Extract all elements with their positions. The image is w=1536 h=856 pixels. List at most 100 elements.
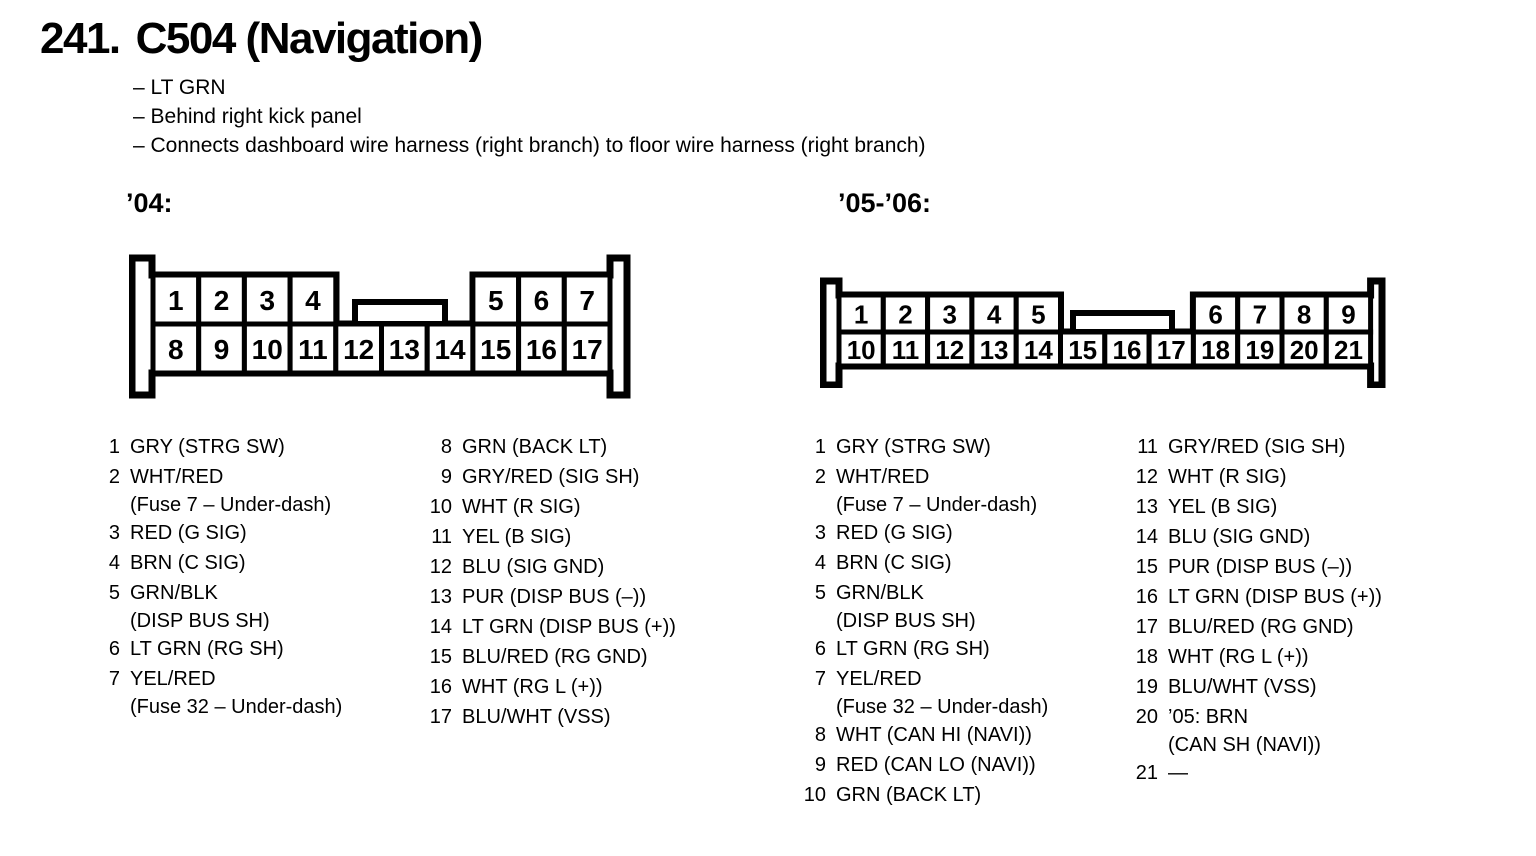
pin-row: 3 RED (G SIG) (788, 518, 1048, 548)
pin-number: 11 (431, 526, 452, 548)
pin-description: — (1168, 762, 1188, 784)
pin-number: 4 (108, 552, 120, 574)
pin-description: BRN (C SIG) (130, 552, 246, 574)
pin-description: GRN (BACK LT) (462, 436, 608, 458)
pin-number: 4 (814, 552, 826, 574)
pin-description: YEL/RED (130, 668, 216, 690)
pin-row: (DISP BUS SH) (788, 608, 1048, 634)
connector-cell-number: 6 (534, 285, 550, 316)
pin-description: (DISP BUS SH) (836, 610, 976, 632)
section-number: 241. (40, 14, 121, 63)
pin-description: RED (G SIG) (130, 522, 247, 544)
note-line: – Behind right kick panel (133, 105, 362, 128)
pin-number: 8 (814, 724, 826, 746)
pin-row: 1 GRY (STRG SW) (788, 432, 1048, 462)
connector-cell (1279, 329, 1329, 369)
connector-cell-number: 9 (1341, 300, 1355, 330)
pin-number: 16 (1135, 586, 1158, 608)
pin-description: WHT (R SIG) (1168, 466, 1287, 488)
connector-cell-number: 8 (168, 334, 184, 365)
pin-row: 3 RED (G SIG) (82, 518, 342, 548)
pin-description: LT GRN (RG SH) (130, 638, 284, 660)
pin-description: GRY (STRG SW) (130, 436, 285, 458)
connector-cell-number: 4 (987, 300, 1002, 330)
connector-cell-number: 13 (389, 334, 420, 365)
connector-cell-number: 11 (892, 335, 920, 365)
pin-list-0506-col1: 1 GRY (STRG SW) 2 WHT/RED (Fuse 7 – Under-da… (788, 432, 1049, 810)
pin-description: GRY/RED (SIG SH) (1168, 436, 1346, 458)
connector-cell-number: 3 (943, 300, 957, 330)
pin-number: 3 (108, 522, 120, 544)
pin-description: GRN (BACK LT) (836, 784, 982, 806)
pin-description: PUR (DISP BUS (–)) (462, 586, 647, 608)
connector-cell (561, 272, 613, 327)
connector-cell-number: 20 (1290, 335, 1319, 365)
pin-number: 3 (814, 522, 826, 544)
pin-number: 14 (429, 616, 452, 638)
note-line: – Connects dashboard wire harness (right… (133, 134, 926, 157)
connector-cell (287, 272, 339, 327)
connector-cell-number: 9 (214, 334, 230, 365)
connector-cell-number: 16 (1112, 335, 1141, 365)
pin-description: (Fuse 7 – Under-dash) (836, 494, 1038, 516)
connector-cell-number: 15 (480, 334, 511, 365)
pin-description: WHT/RED (836, 466, 930, 488)
pin-description: RED (CAN LO (NAVI)) (836, 754, 1036, 776)
connector-cell (1323, 292, 1374, 335)
pin-description: RED (G SIG) (836, 522, 953, 544)
pin-row: 4 BRN (C SIG) (82, 548, 342, 578)
connector-cell-number: 19 (1245, 335, 1274, 365)
pin-number (788, 608, 826, 634)
pin-number: 2 (814, 466, 826, 488)
connector-0506-label: ’05-’06: (838, 188, 932, 218)
pin-number: 6 (814, 638, 826, 660)
pin-number: 13 (1135, 496, 1158, 518)
pin-number: 5 (108, 582, 120, 604)
pin-description: LT GRN (RG SH) (836, 638, 990, 660)
pin-description: BLU/WHT (VSS) (462, 706, 611, 728)
connector-cell (1102, 329, 1152, 369)
connector-cell-number: 10 (847, 335, 876, 365)
pin-row: (Fuse 32 – Under-dash) (82, 694, 342, 720)
pin-description: (Fuse 32 – Under-dash) (130, 696, 343, 718)
pin-number: 21 (1135, 762, 1158, 784)
pin-description: PUR (DISP BUS (–)) (1168, 556, 1353, 578)
pin-number: 12 (1135, 466, 1158, 488)
pin-number: 16 (429, 676, 452, 698)
connector-cell-number: 12 (343, 334, 374, 365)
connector-cell-number: 7 (579, 285, 595, 316)
pin-row: (Fuse 7 – Under-dash) (82, 492, 342, 518)
pin-row: 20’05: BRN (1120, 702, 1382, 732)
pin-description: GRY (STRG SW) (836, 436, 991, 458)
pin-number: 8 (440, 436, 452, 458)
pin-description: BRN (C SIG) (836, 552, 952, 574)
pin-number: 6 (108, 638, 120, 660)
pin-number: 9 (814, 754, 826, 776)
pin-number: 18 (1135, 646, 1158, 668)
pin-row: (Fuse 32 – Under-dash) (788, 694, 1048, 720)
pin-number: 17 (1135, 616, 1158, 638)
connector-cell-number: 17 (572, 334, 603, 365)
pin-number: 1 (814, 436, 826, 458)
pin-description: GRY/RED (SIG SH) (462, 466, 640, 488)
pin-description: WHT (R SIG) (462, 496, 581, 518)
pin-number: 7 (108, 668, 120, 690)
pin-description: YEL (B SIG) (1168, 496, 1278, 518)
connector-cell-number: 21 (1334, 335, 1363, 365)
pin-number: 5 (814, 582, 826, 604)
connector-cell (925, 329, 975, 369)
connector-cell (561, 321, 613, 376)
